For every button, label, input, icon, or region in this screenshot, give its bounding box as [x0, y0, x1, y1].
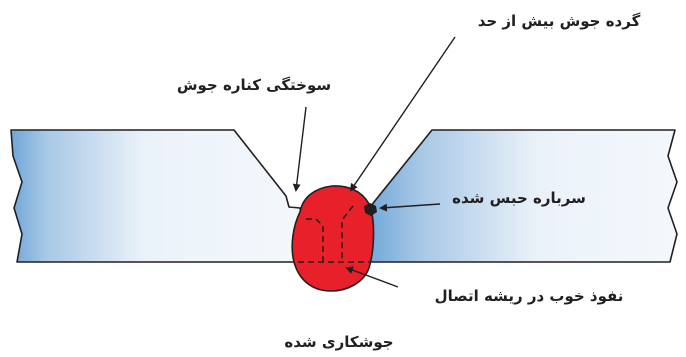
left-plate	[10, 129, 305, 263]
weld-bead	[291, 185, 375, 292]
caption: جوشکاری شده	[284, 333, 393, 351]
leader-slag	[379, 203, 441, 212]
leader-undercut	[292, 106, 307, 192]
leader-root-penetration	[345, 266, 399, 288]
leader-excess-reinforcement	[349, 36, 456, 192]
slag-inclusion-mark	[364, 203, 377, 216]
label-undercut: سوختگی کناره جوش	[177, 76, 331, 94]
label-slag-inclusion: سرباره حبس شده	[452, 189, 586, 207]
label-root-penetration: نفوذ خوب در ریشه اتصال	[435, 287, 624, 305]
leader-lines	[292, 36, 456, 288]
label-excess-reinforcement: گرده جوش بیش از حد	[478, 12, 641, 30]
fusion-lines	[298, 205, 370, 263]
